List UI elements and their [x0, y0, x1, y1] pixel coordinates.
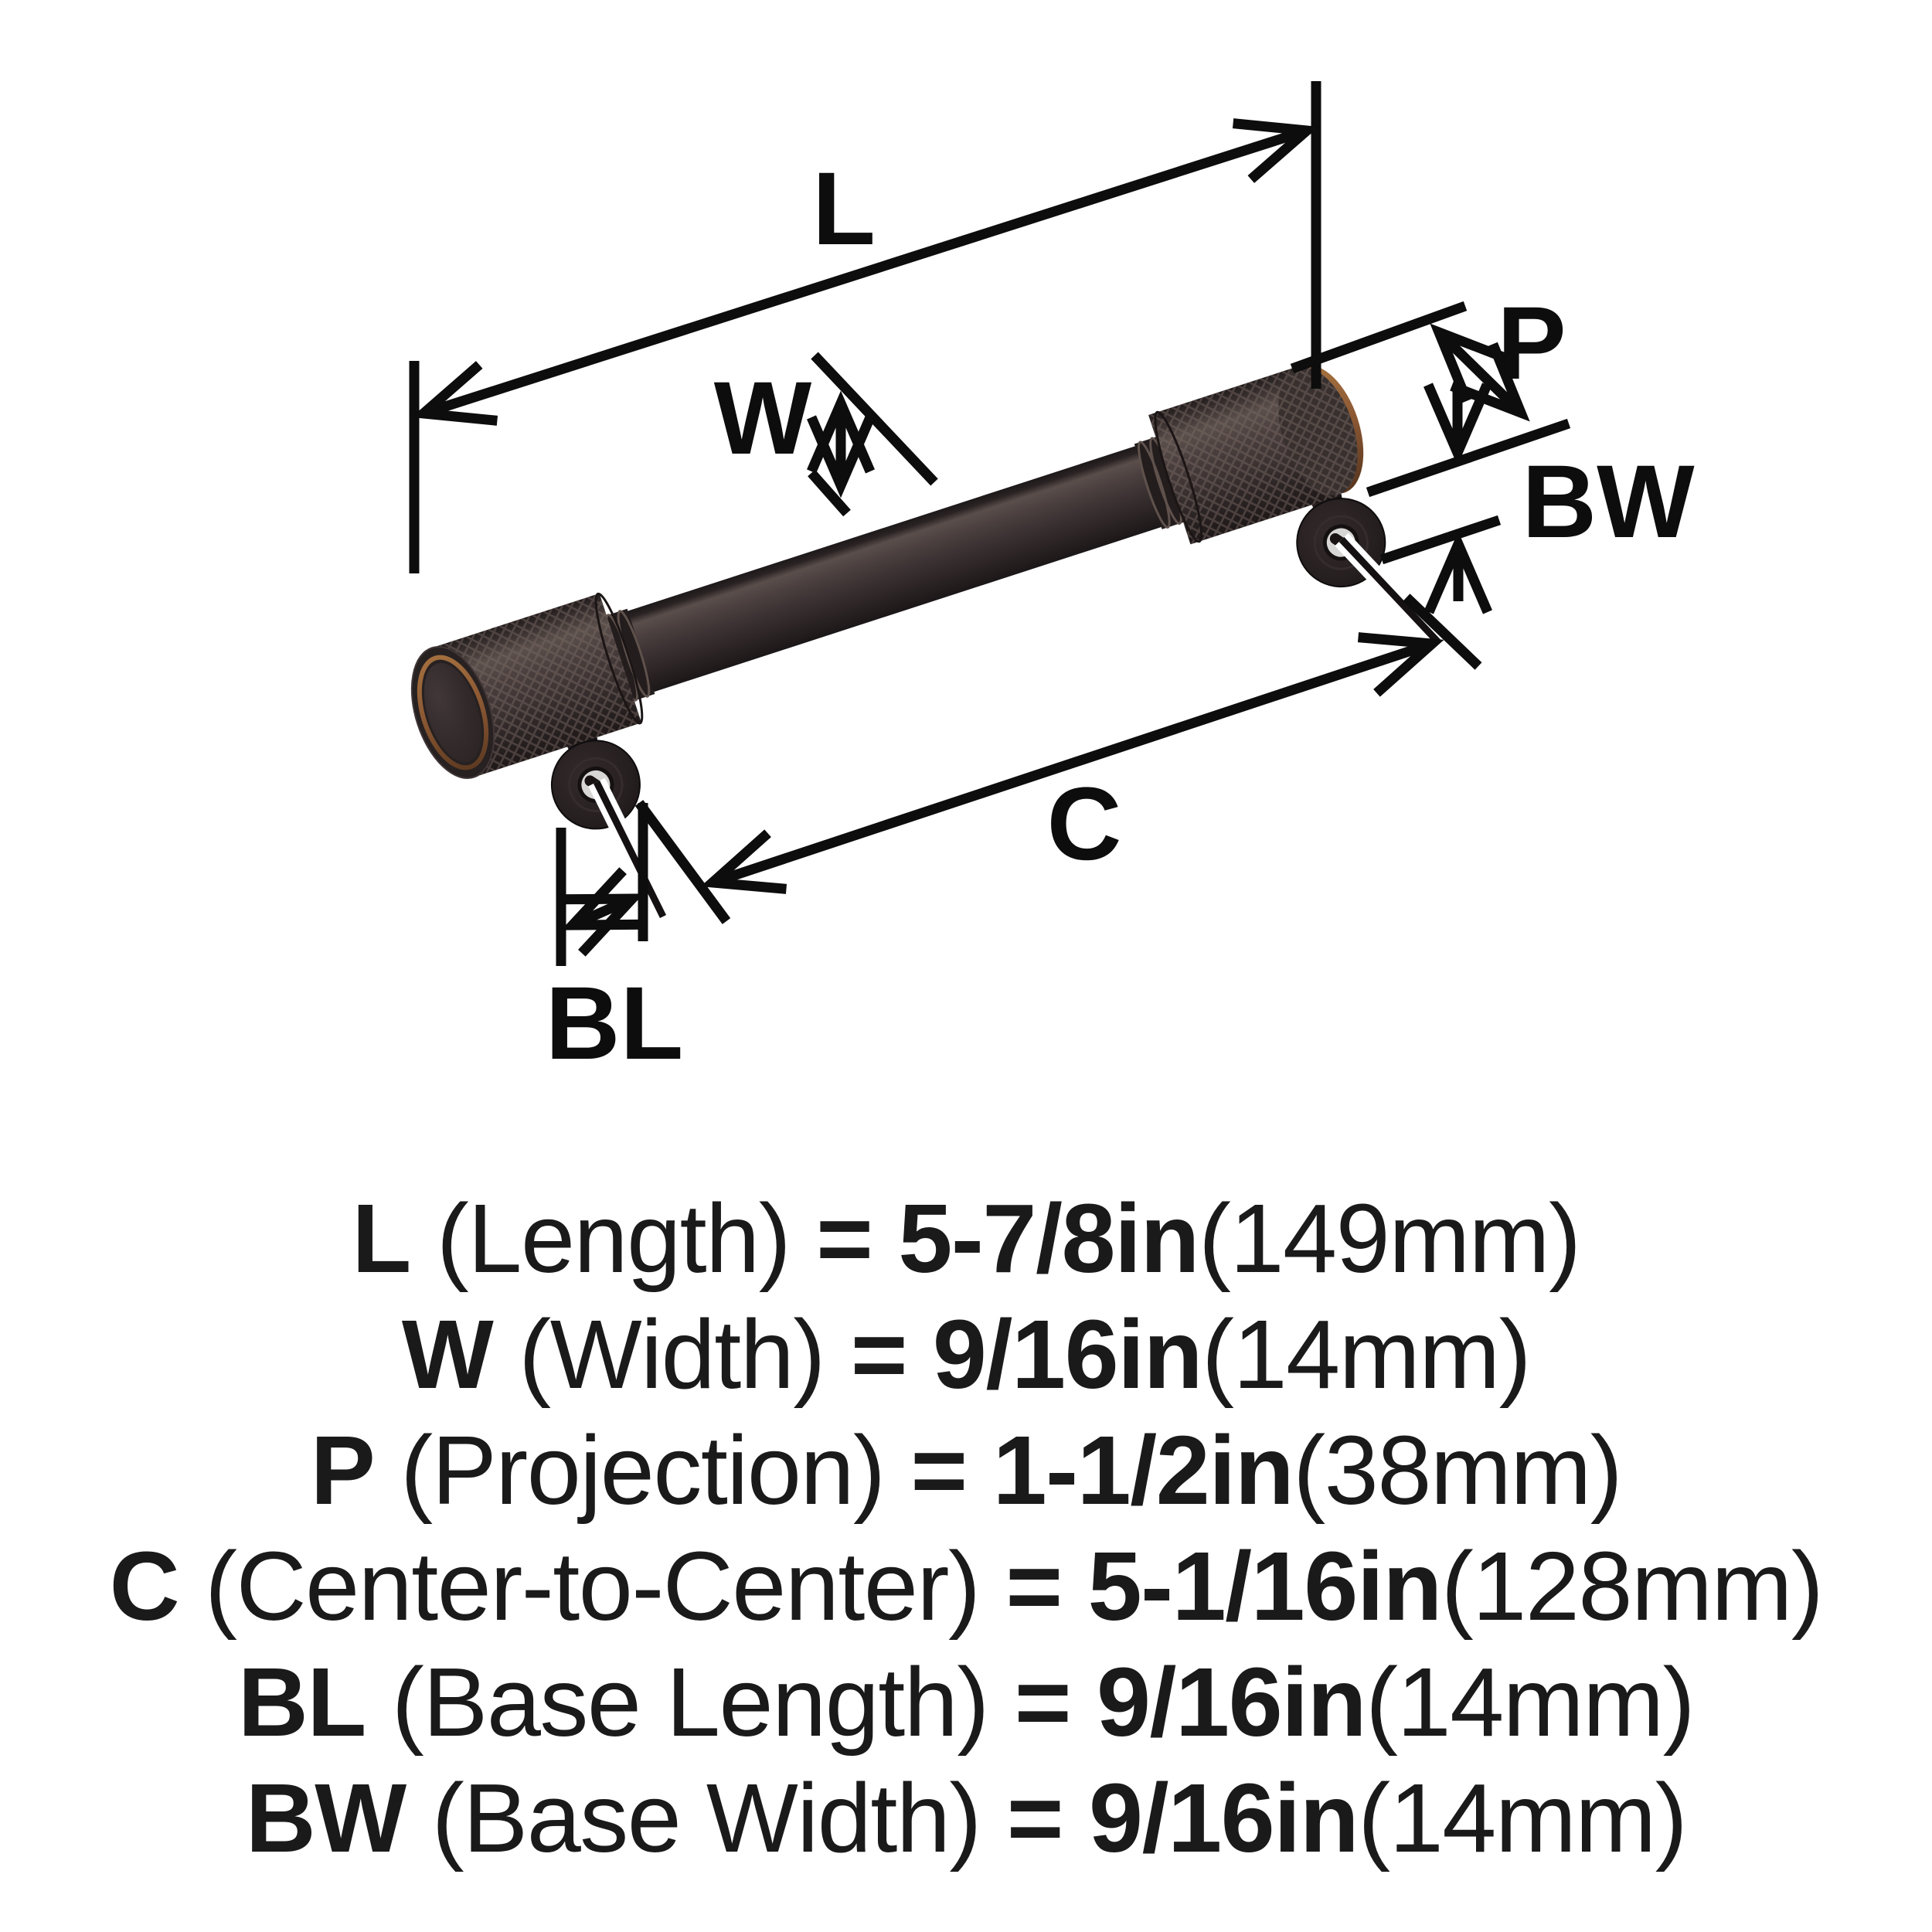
equals-sign: = — [850, 1300, 908, 1409]
dimension-line-c — [700, 632, 1444, 894]
spec-row-projection: P (Projection) = 1-1/2in (38mm) — [310, 1413, 1623, 1529]
spec-label: (Projection) — [400, 1416, 886, 1525]
spec-row-width: W (Width) = 9/16in (14mm) — [401, 1297, 1532, 1413]
spec-row-base-width: BW (Base Width) = 9/16in (14mm) — [245, 1760, 1688, 1876]
extension-tick-p — [1290, 301, 1468, 374]
label-c: C — [1047, 767, 1122, 882]
spec-code: BL — [237, 1648, 366, 1757]
spec-value: 5-1/16in — [1087, 1532, 1443, 1641]
dimension-line-l — [411, 118, 1319, 426]
spec-metric: (14mm) — [1202, 1300, 1532, 1409]
pull-handle-illustration — [410, 365, 1386, 830]
screw-axis-left — [588, 777, 672, 921]
spec-label: (Width) — [519, 1300, 825, 1409]
dimension-graphics: L W P BW C BL — [409, 81, 1695, 1081]
spec-value: 5-7/8in — [898, 1184, 1199, 1293]
handle-bar — [599, 443, 1175, 701]
spec-row-center-to-center: C (Center-to-Center) = 5-1/16in (128mm) — [109, 1529, 1824, 1645]
spec-label: (Base Width) — [431, 1764, 982, 1872]
equals-sign: = — [910, 1416, 968, 1525]
bronze-ring-left — [417, 655, 489, 770]
equals-sign: = — [816, 1184, 873, 1293]
neck-collar-right — [1134, 436, 1187, 529]
label-bw: BW — [1522, 444, 1695, 560]
spec-label: (Length) — [436, 1184, 791, 1293]
extension-line-bw-lower — [1379, 515, 1502, 565]
spec-value: 9/16in — [932, 1300, 1203, 1409]
spec-code: BW — [245, 1764, 406, 1872]
label-p: P — [1497, 286, 1566, 401]
spec-label: (Base Length) — [391, 1648, 990, 1757]
spec-metric: (149mm) — [1199, 1184, 1581, 1293]
spec-value: 9/16in — [1089, 1764, 1359, 1872]
spec-code: W — [401, 1300, 494, 1409]
spec-row-base-length: BL (Base Length) = 9/16in (14mm) — [237, 1645, 1696, 1760]
spec-metric: (128mm) — [1440, 1532, 1824, 1641]
extension-tick-c-right — [1403, 594, 1482, 670]
knurled-cap-left — [410, 592, 644, 779]
equals-sign: = — [1014, 1648, 1072, 1757]
spec-metric: (38mm) — [1293, 1416, 1623, 1525]
spec-code: C — [109, 1532, 180, 1641]
label-l: L — [812, 151, 876, 267]
spec-metric: (14mm) — [1366, 1648, 1696, 1757]
screw-axis-right — [1335, 532, 1446, 650]
equals-sign: = — [1005, 1532, 1063, 1641]
spec-metric: (14mm) — [1358, 1764, 1688, 1872]
label-w: W — [714, 361, 812, 476]
dimension-arrow-p — [1430, 323, 1530, 422]
spec-row-length: L (Length) = 5-7/8in (149mm) — [352, 1181, 1581, 1297]
equals-sign: = — [1006, 1764, 1064, 1872]
extension-tick-c-left — [634, 800, 731, 924]
spec-value: 1-1/2in — [992, 1416, 1294, 1525]
extension-tick-w-upper — [811, 352, 938, 486]
spec-value: 9/16in — [1096, 1648, 1367, 1757]
spec-code: P — [310, 1416, 376, 1525]
spec-label: (Center-to-Center) — [205, 1532, 981, 1641]
spec-code: L — [352, 1184, 411, 1293]
dimension-spec-list: L (Length) = 5-7/8in (149mm) W (Width) =… — [0, 1181, 1932, 1876]
dimension-arrow-bl — [558, 867, 647, 957]
label-bl: BL — [546, 966, 684, 1081]
